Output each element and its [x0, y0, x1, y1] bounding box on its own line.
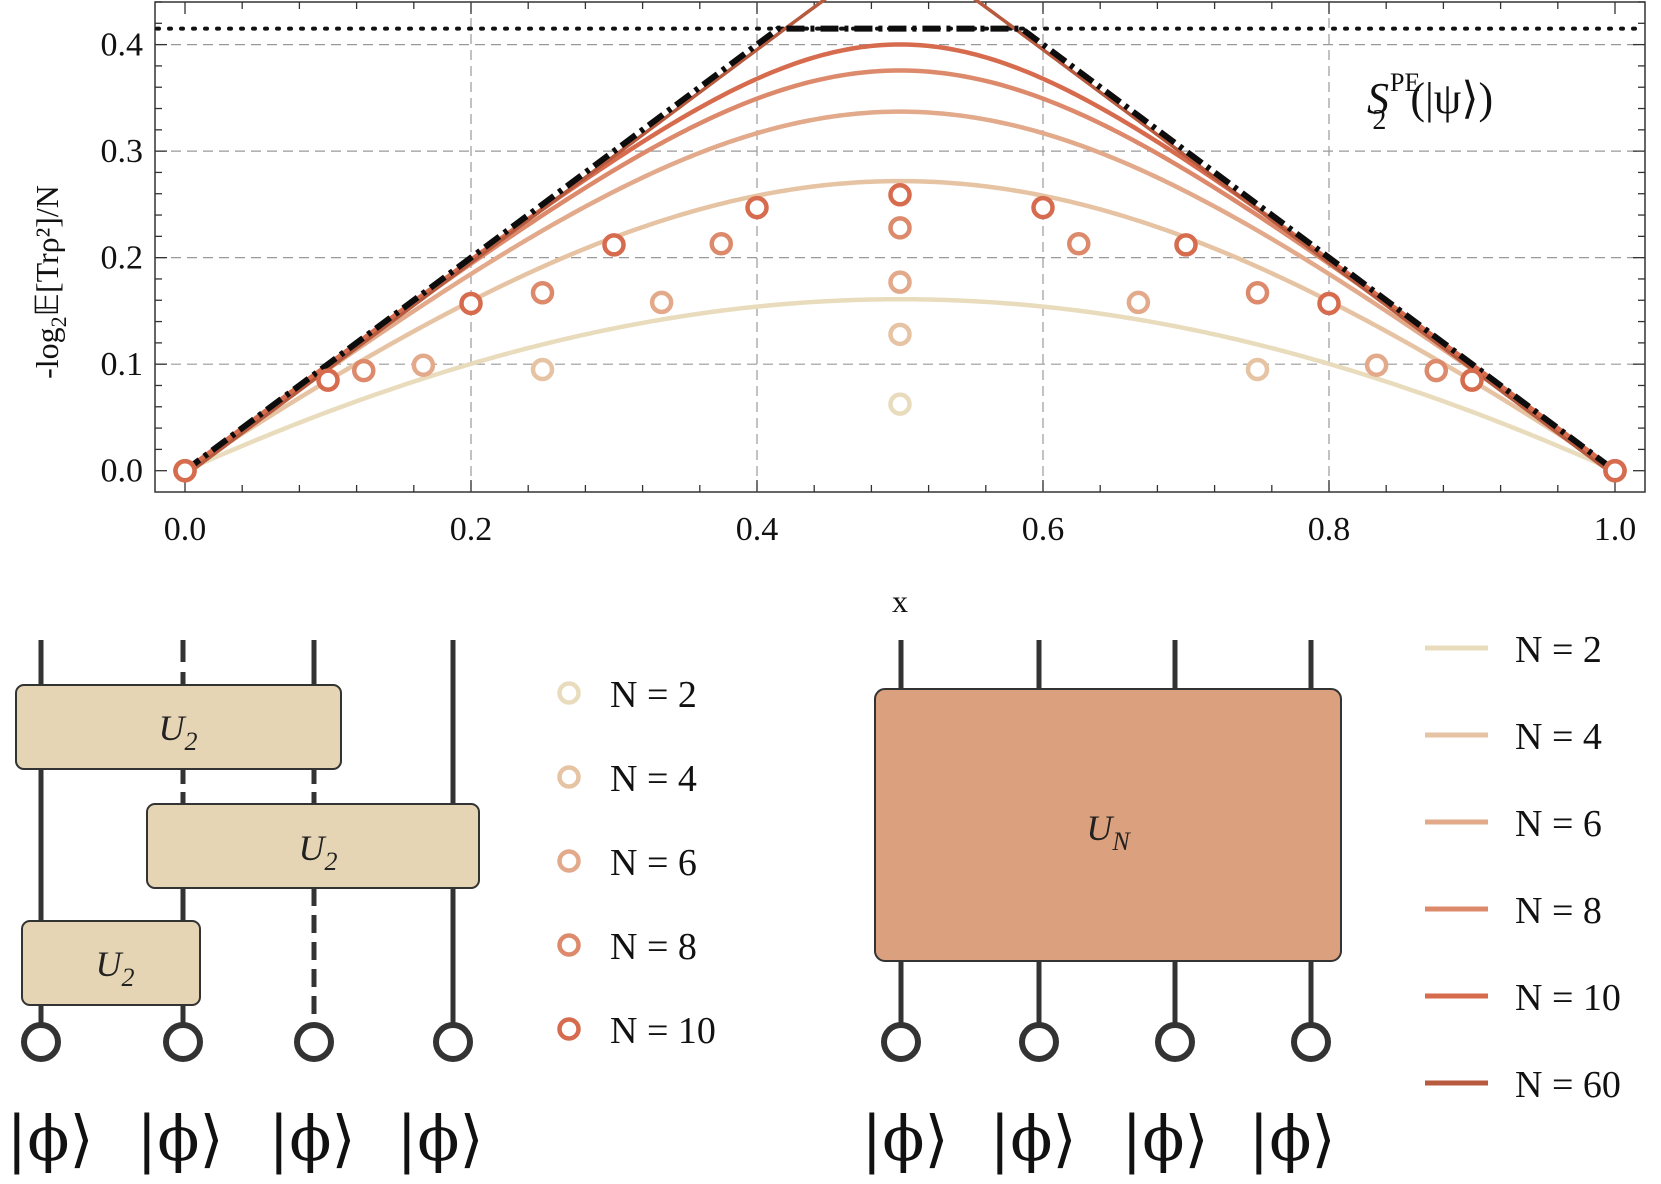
ket-3: |ϕ⟩	[268, 1102, 355, 1175]
x-tick-label: 0.4	[736, 511, 779, 548]
input-circle-r3	[1155, 1022, 1195, 1062]
plot-frame	[154, 1, 1646, 493]
y-tick-label: 0.3	[101, 133, 144, 170]
input-circle-4	[433, 1022, 473, 1062]
input-circle-1	[21, 1022, 61, 1062]
marker-point	[1603, 458, 1627, 483]
marker-point	[1126, 290, 1151, 315]
ket-r1: |ϕ⟩	[861, 1102, 948, 1175]
marker-point	[1424, 358, 1448, 383]
marker-point	[1067, 232, 1091, 256]
ket-r3: |ϕ⟩	[1121, 1102, 1208, 1175]
marker-point	[352, 358, 376, 383]
y-axis-title: -log2𝔼[Trρ²]/N	[29, 185, 71, 379]
marker-point	[173, 458, 197, 483]
marker-point	[1174, 233, 1198, 257]
x-tick-label: 0.0	[164, 511, 207, 548]
line-legend-label: N = 4	[1515, 716, 1602, 758]
input-circle-r2	[1019, 1022, 1059, 1062]
x-tick-label: 0.8	[1308, 511, 1351, 548]
marker-point	[1364, 353, 1389, 377]
input-circle-r1	[881, 1022, 921, 1062]
ket-r2: |ϕ⟩	[989, 1102, 1076, 1175]
marker-legend-label: N = 2	[610, 674, 697, 716]
y-tick-label: 0.1	[101, 346, 144, 383]
marker-point	[459, 291, 483, 316]
marker-point	[888, 216, 912, 240]
marker-point	[602, 233, 626, 257]
gate-u2-top-label: U2	[159, 708, 198, 756]
marker-point	[1317, 291, 1341, 316]
marker-point	[745, 195, 769, 220]
curve-n6	[183, 109, 1617, 473]
x-tick-label: 0.6	[1022, 511, 1065, 548]
line-legend-label: N = 10	[1515, 977, 1621, 1019]
input-circle-3	[294, 1022, 334, 1062]
marker-point	[530, 281, 555, 305]
gate-u2-top	[15, 684, 342, 770]
ket-1: |ϕ⟩	[6, 1102, 93, 1175]
marker-legend-label: N = 4	[610, 758, 697, 800]
marker-legend-symbol	[557, 933, 581, 957]
marker-point	[411, 353, 436, 377]
gate-u2-bottom	[21, 920, 201, 1006]
y-tick-labels: 0.0 0.1 0.2 0.3 0.4	[101, 27, 144, 490]
series-markers	[173, 183, 1627, 483]
y-tick-label: 0.4	[101, 27, 144, 64]
asymptote-curve	[183, 25, 1617, 474]
line-legend-label: N = 6	[1515, 803, 1602, 845]
marker-point	[1031, 195, 1055, 220]
x-axis-title: x	[892, 583, 908, 619]
x-tick-label: 1.0	[1594, 511, 1637, 548]
line-legend-label: N = 60	[1515, 1064, 1621, 1106]
marker-point	[530, 357, 555, 382]
marker-legend-label: N = 10	[610, 1010, 716, 1052]
curve-n60	[185, 0, 1615, 473]
line-legend: N = 2 N = 4 N = 6 N = 8 N = 10 N = 60	[1425, 629, 1621, 1106]
marker-legend-label: N = 6	[610, 842, 697, 884]
marker-legend-symbol	[557, 849, 581, 873]
gate-un-label: UN	[1086, 808, 1131, 856]
marker-point	[316, 368, 340, 392]
ket-r4: |ϕ⟩	[1248, 1102, 1335, 1175]
marker-point	[1245, 357, 1270, 382]
gate-u2-middle	[146, 803, 480, 889]
ket-4: |ϕ⟩	[396, 1102, 483, 1175]
marker-point	[709, 232, 733, 256]
marker-point	[888, 322, 912, 347]
circuit-diagram-global: UN |ϕ⟩ |ϕ⟩ |ϕ⟩ |ϕ⟩	[861, 640, 1342, 1175]
asymptote-dashed-curve	[183, 25, 1617, 474]
x-tick-label: 0.2	[450, 511, 493, 548]
line-legend-label: N = 8	[1515, 890, 1602, 932]
input-circle-2	[163, 1022, 203, 1062]
x-tick-labels: 0.0 0.2 0.4 0.6 0.8 1.0	[164, 511, 1637, 548]
marker-legend-symbol	[557, 765, 581, 789]
marker-point	[1460, 368, 1484, 392]
marker-legend-label: N = 8	[610, 926, 697, 968]
gate-u2-middle-label: U2	[299, 828, 338, 876]
circuit-diagram-brickwork: U2 U2 U2 |ϕ⟩ |ϕ⟩ |ϕ⟩ |ϕ⟩	[6, 640, 484, 1175]
line-legend-label: N = 2	[1515, 629, 1602, 671]
curve-n4	[183, 178, 1617, 473]
gate-u2-bottom-label: U2	[96, 944, 135, 992]
ket-2: |ϕ⟩	[136, 1102, 223, 1175]
y-tick-label: 0.0	[101, 453, 144, 490]
marker-point	[649, 290, 674, 315]
marker-legend: N = 2 N = 4 N = 6 N = 8 N = 10	[557, 674, 716, 1052]
input-circle-r4	[1291, 1022, 1331, 1062]
marker-point	[1245, 281, 1270, 305]
marker-point	[888, 392, 912, 416]
marker-legend-symbol	[557, 681, 581, 705]
marker-point	[888, 270, 912, 294]
gate-un	[874, 688, 1342, 962]
marker-point	[888, 183, 912, 207]
plot-area: 0.0 0.2 0.4 0.6 0.8 1.0 0.0 0.1 0.2 0.3 0.4 -log2…	[29, 0, 1646, 619]
curve-n2	[184, 296, 1616, 473]
marker-legend-symbol	[557, 1017, 581, 1041]
y-tick-label: 0.2	[101, 240, 144, 277]
